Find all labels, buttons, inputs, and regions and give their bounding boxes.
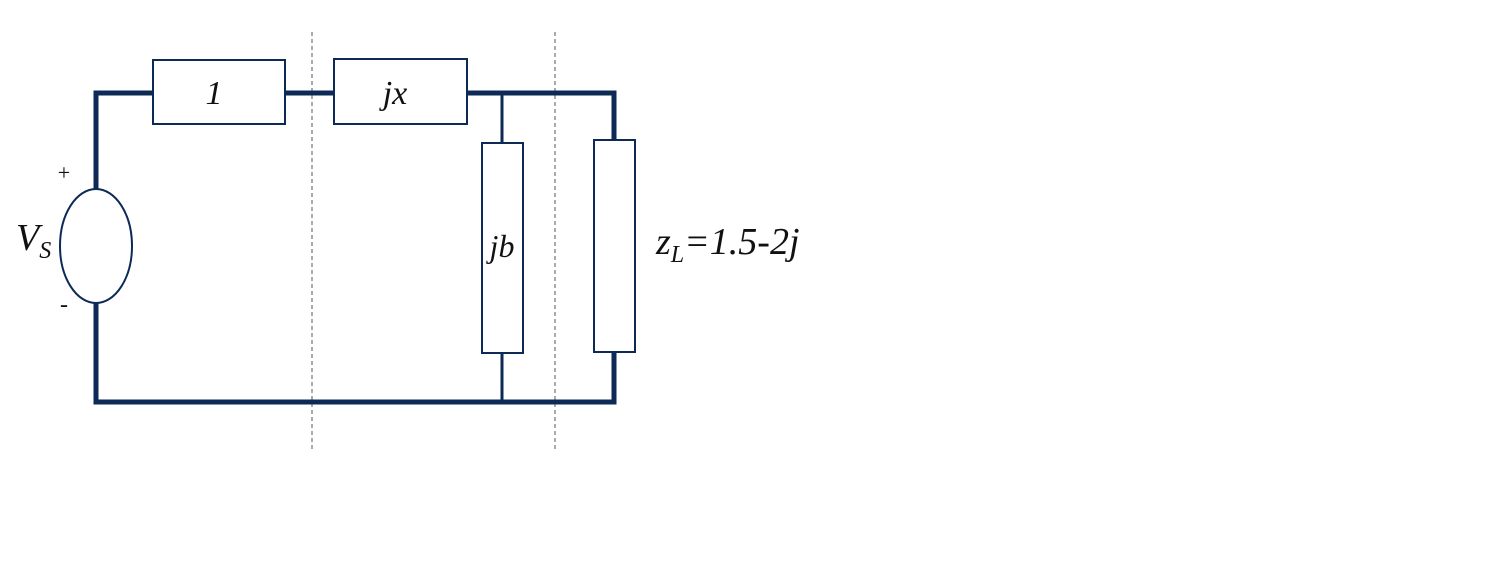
- series-resistor: [152, 59, 286, 125]
- load-subscript: L: [670, 242, 684, 268]
- load-symbol: z: [655, 221, 671, 263]
- load-label: zL=1.5-2j: [655, 221, 800, 268]
- source-minus-sign: -: [60, 292, 68, 318]
- bottom-wire: [93, 300, 617, 405]
- source-label: VS: [16, 217, 51, 264]
- series-reactance: [333, 58, 468, 125]
- load-value: =1.5-2j: [684, 221, 799, 263]
- shunt-susceptance-label: jb: [486, 228, 515, 264]
- source-plus-sign: +: [58, 160, 70, 185]
- series-reactance-label: jx: [379, 75, 408, 112]
- source-subscript: S: [39, 238, 51, 264]
- load-impedance: [593, 139, 636, 353]
- voltage-source: [59, 188, 133, 304]
- source-symbol: V: [16, 217, 43, 259]
- series-resistor-label: 1: [206, 75, 223, 112]
- shunt-susceptance: [481, 142, 524, 354]
